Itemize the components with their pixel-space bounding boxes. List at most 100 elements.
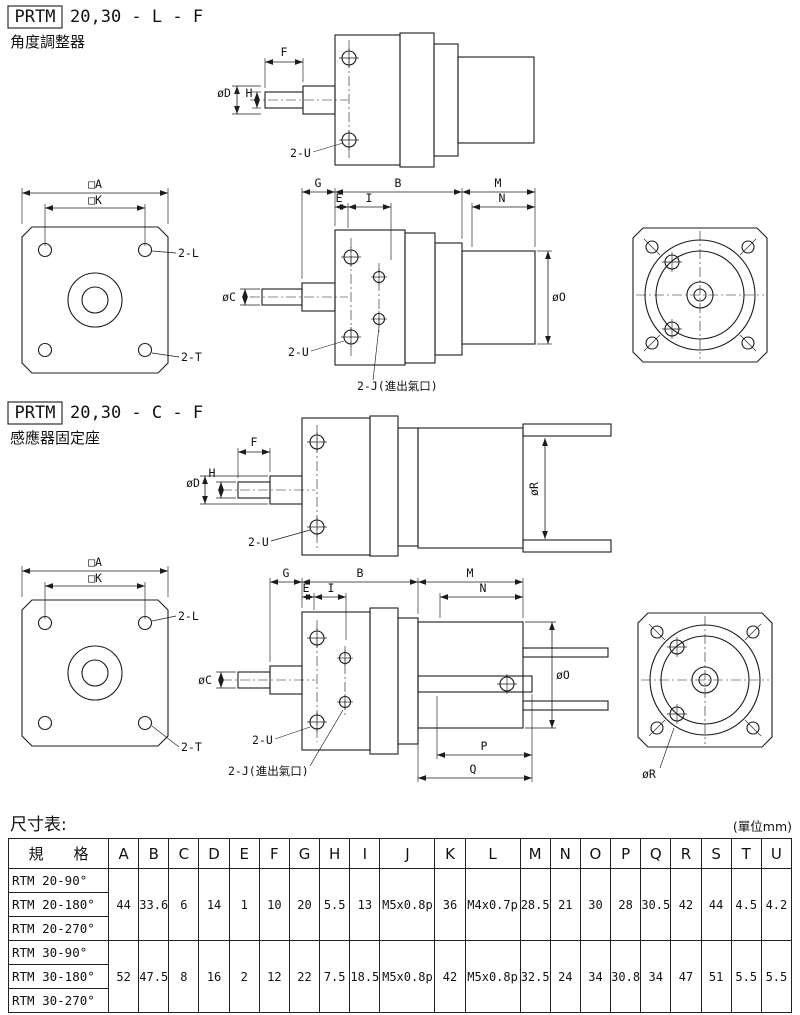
dim-label-dC: øC — [198, 673, 212, 687]
s2-subtitle: 感應器固定座 — [10, 429, 100, 447]
dim-label-2U: 2-U — [290, 146, 311, 160]
technical-drawings: PRTM 20,30 - L - F 角度調整器 F øD — [7, 5, 800, 782]
value-cell-Q-group1: 30.5 — [640, 868, 672, 941]
column-header-D: D — [198, 838, 230, 869]
value-cell-L-group1: M4x0.7p — [464, 868, 521, 941]
column-header-S: S — [700, 838, 732, 869]
s2-title: PRTM 20,30 - C - F 感應器固定座 — [7, 401, 203, 447]
column-header-L: L — [464, 838, 521, 869]
dim-label-2U: 2-U — [288, 345, 309, 359]
dim-label-dO: øO — [556, 668, 570, 682]
s1-top-view: F øD H 2-U — [217, 32, 535, 168]
dim-label-B: B — [395, 176, 402, 190]
s2-code-label: 20,30 - C - F — [70, 403, 203, 423]
spec-cell: RTM 20-270° — [8, 916, 109, 941]
dim-label-2U: 2-U — [252, 733, 273, 747]
column-header-G: G — [288, 838, 321, 869]
value-cell-O-group1: 30 — [579, 868, 612, 941]
value-cell-I-group1: 13 — [349, 868, 381, 941]
dim-label-F: F — [281, 45, 288, 59]
dim-label-N: N — [499, 191, 506, 205]
air-port-icon — [370, 310, 388, 328]
spec-cell: RTM 20-180° — [8, 892, 109, 917]
column-header-B: B — [138, 838, 170, 869]
dim-label-B: B — [357, 566, 364, 580]
screw-icon — [338, 129, 360, 151]
dim-label-2T: 2-T — [181, 350, 202, 364]
dim-label-dC: øC — [222, 290, 236, 304]
dim-label-dD: øD — [217, 86, 231, 100]
dim-label-M: M — [495, 176, 502, 190]
column-header-E: E — [228, 838, 260, 869]
sensor-screw-icon — [496, 673, 518, 695]
value-cell-G-group1: 20 — [288, 868, 321, 941]
dim-label-G: G — [315, 176, 322, 190]
value-cell-B-group2: 47.5 — [138, 940, 170, 1013]
s2-side-view: G B M E I N øC øO P Q — [198, 566, 609, 782]
column-header-N: N — [549, 838, 581, 869]
dim-label-dR: øR — [642, 767, 656, 781]
s1-model-label: PRTM — [15, 7, 56, 27]
value-cell-P-group2: 30.8 — [610, 940, 642, 1013]
value-cell-K-group2: 42 — [434, 940, 466, 1013]
table-row: RTM 30-270° — [8, 988, 792, 1013]
s2-rear-view: øR — [638, 613, 772, 781]
spec-column-header: 規 格 — [8, 838, 109, 869]
value-cell-D-group1: 14 — [198, 868, 230, 941]
value-cell-P-group1: 28 — [610, 868, 642, 941]
dim-label-I: I — [366, 191, 373, 205]
value-cell-N-group2: 24 — [549, 940, 581, 1013]
value-cell-C-group2: 8 — [168, 940, 200, 1013]
dim-label-dR: øR — [527, 482, 541, 496]
dim-label-2L: 2-L — [178, 246, 199, 260]
dim-label-2J: 2-J(進出氣口) — [228, 764, 309, 778]
value-cell-G-group2: 22 — [288, 940, 321, 1013]
column-header-O: O — [579, 838, 612, 869]
table-title: 尺寸表: — [10, 815, 67, 835]
dim-label-I: I — [328, 581, 335, 595]
s1-subtitle: 角度調整器 — [10, 33, 85, 51]
dim-label-K: □K — [88, 571, 102, 585]
value-cell-T-group1: 4.5 — [730, 868, 762, 941]
value-cell-A-group2: 52 — [107, 940, 140, 1013]
spec-cell: RTM 30-270° — [8, 988, 109, 1013]
value-cell-F-group2: 12 — [258, 940, 290, 1013]
value-cell-C-group1: 6 — [168, 868, 200, 941]
dim-label-E: E — [303, 581, 310, 595]
dim-label-H: H — [209, 466, 216, 480]
value-cell-U-group2: 5.5 — [760, 940, 793, 1013]
s2-front-view: □A □K 2-L 2-T — [21, 555, 202, 754]
s1-rear-view — [633, 228, 767, 362]
spec-cell: RTM 30-90° — [8, 940, 109, 965]
spec-cell: RTM 30-180° — [8, 964, 109, 989]
dim-label-G: G — [283, 566, 290, 580]
value-cell-K-group1: 36 — [434, 868, 466, 941]
dim-label-F: F — [251, 435, 258, 449]
value-cell-A-group1: 44 — [107, 868, 140, 941]
column-header-U: U — [760, 838, 793, 869]
s2-model-label: PRTM — [15, 403, 56, 423]
value-cell-S-group1: 44 — [700, 868, 732, 941]
screw-icon — [306, 516, 328, 538]
air-port-icon — [336, 649, 354, 667]
dim-label-dO: øO — [552, 290, 566, 304]
dim-label-Q: Q — [470, 762, 477, 776]
value-cell-M-group1: 28.5 — [519, 868, 551, 941]
value-cell-T-group2: 5.5 — [730, 940, 762, 1013]
value-cell-H-group1: 5.5 — [319, 868, 351, 941]
dim-label-P: P — [481, 739, 488, 753]
dim-label-M: M — [467, 566, 474, 580]
column-header-H: H — [319, 838, 351, 869]
spec-cell: RTM 20-90° — [8, 868, 109, 893]
value-cell-J-group2: M5x0.8p — [379, 940, 436, 1013]
dim-label-2U: 2-U — [248, 535, 269, 549]
column-header-R: R — [670, 838, 702, 869]
value-cell-U-group1: 4.2 — [760, 868, 793, 941]
value-cell-H-group2: 7.5 — [319, 940, 351, 1013]
s1-code-label: 20,30 - L - F — [70, 7, 203, 27]
value-cell-M-group2: 32.5 — [519, 940, 551, 1013]
